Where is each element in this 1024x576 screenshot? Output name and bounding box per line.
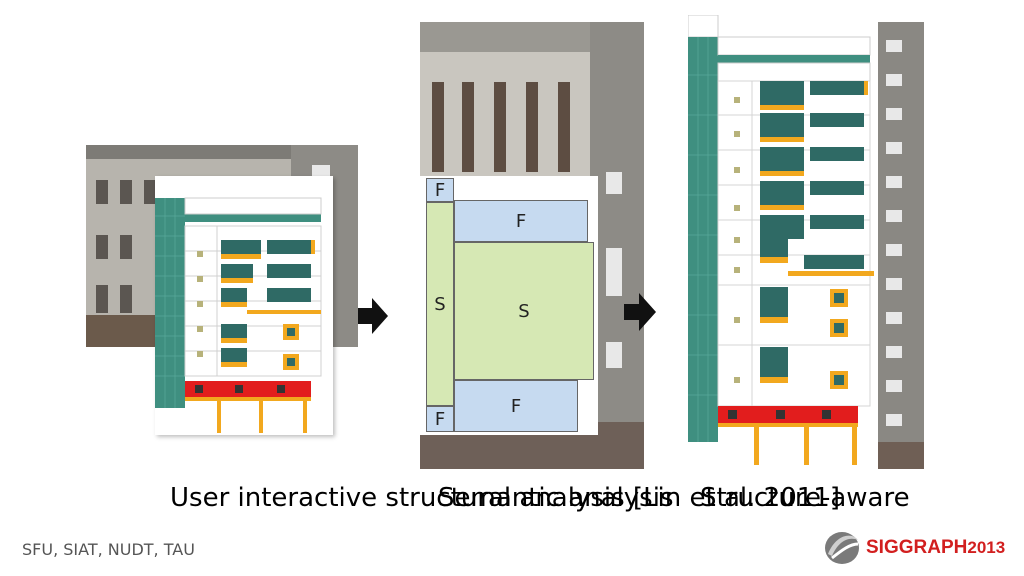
- siggraph-logo: SIGGRAPH 2013: [822, 528, 1012, 568]
- siggraph-year: 2013: [967, 538, 1006, 557]
- semantic-diagram: F S F F S F: [420, 176, 598, 435]
- footer-affiliations: SFU, SIAT, NUDT, TAU: [22, 540, 195, 559]
- structure-overlay-left: [155, 176, 333, 435]
- caption-structure-aware: Structure-aware: [700, 483, 910, 513]
- frame-block-top-left: F: [426, 178, 454, 202]
- frame-block-bottom: F: [454, 380, 578, 432]
- frame-block-bottom-left: F: [426, 406, 454, 432]
- arrow-right-icon: [624, 293, 656, 331]
- frame-block-top: F: [454, 200, 588, 242]
- structure-block-main: S: [454, 242, 594, 380]
- siggraph-wordmark: SIGGRAPH: [866, 537, 968, 558]
- arrow-right-icon: [358, 298, 388, 334]
- siggraph-swirl-icon: [825, 532, 859, 564]
- caption-user-interactive: User interactive structural analysis [Li…: [170, 483, 840, 513]
- result-facade-photo: [878, 22, 924, 469]
- structure-aware-result: [687, 14, 876, 465]
- structure-block-left: S: [426, 202, 454, 406]
- caption-semantic-analysis: Semantic analysis: [438, 483, 674, 513]
